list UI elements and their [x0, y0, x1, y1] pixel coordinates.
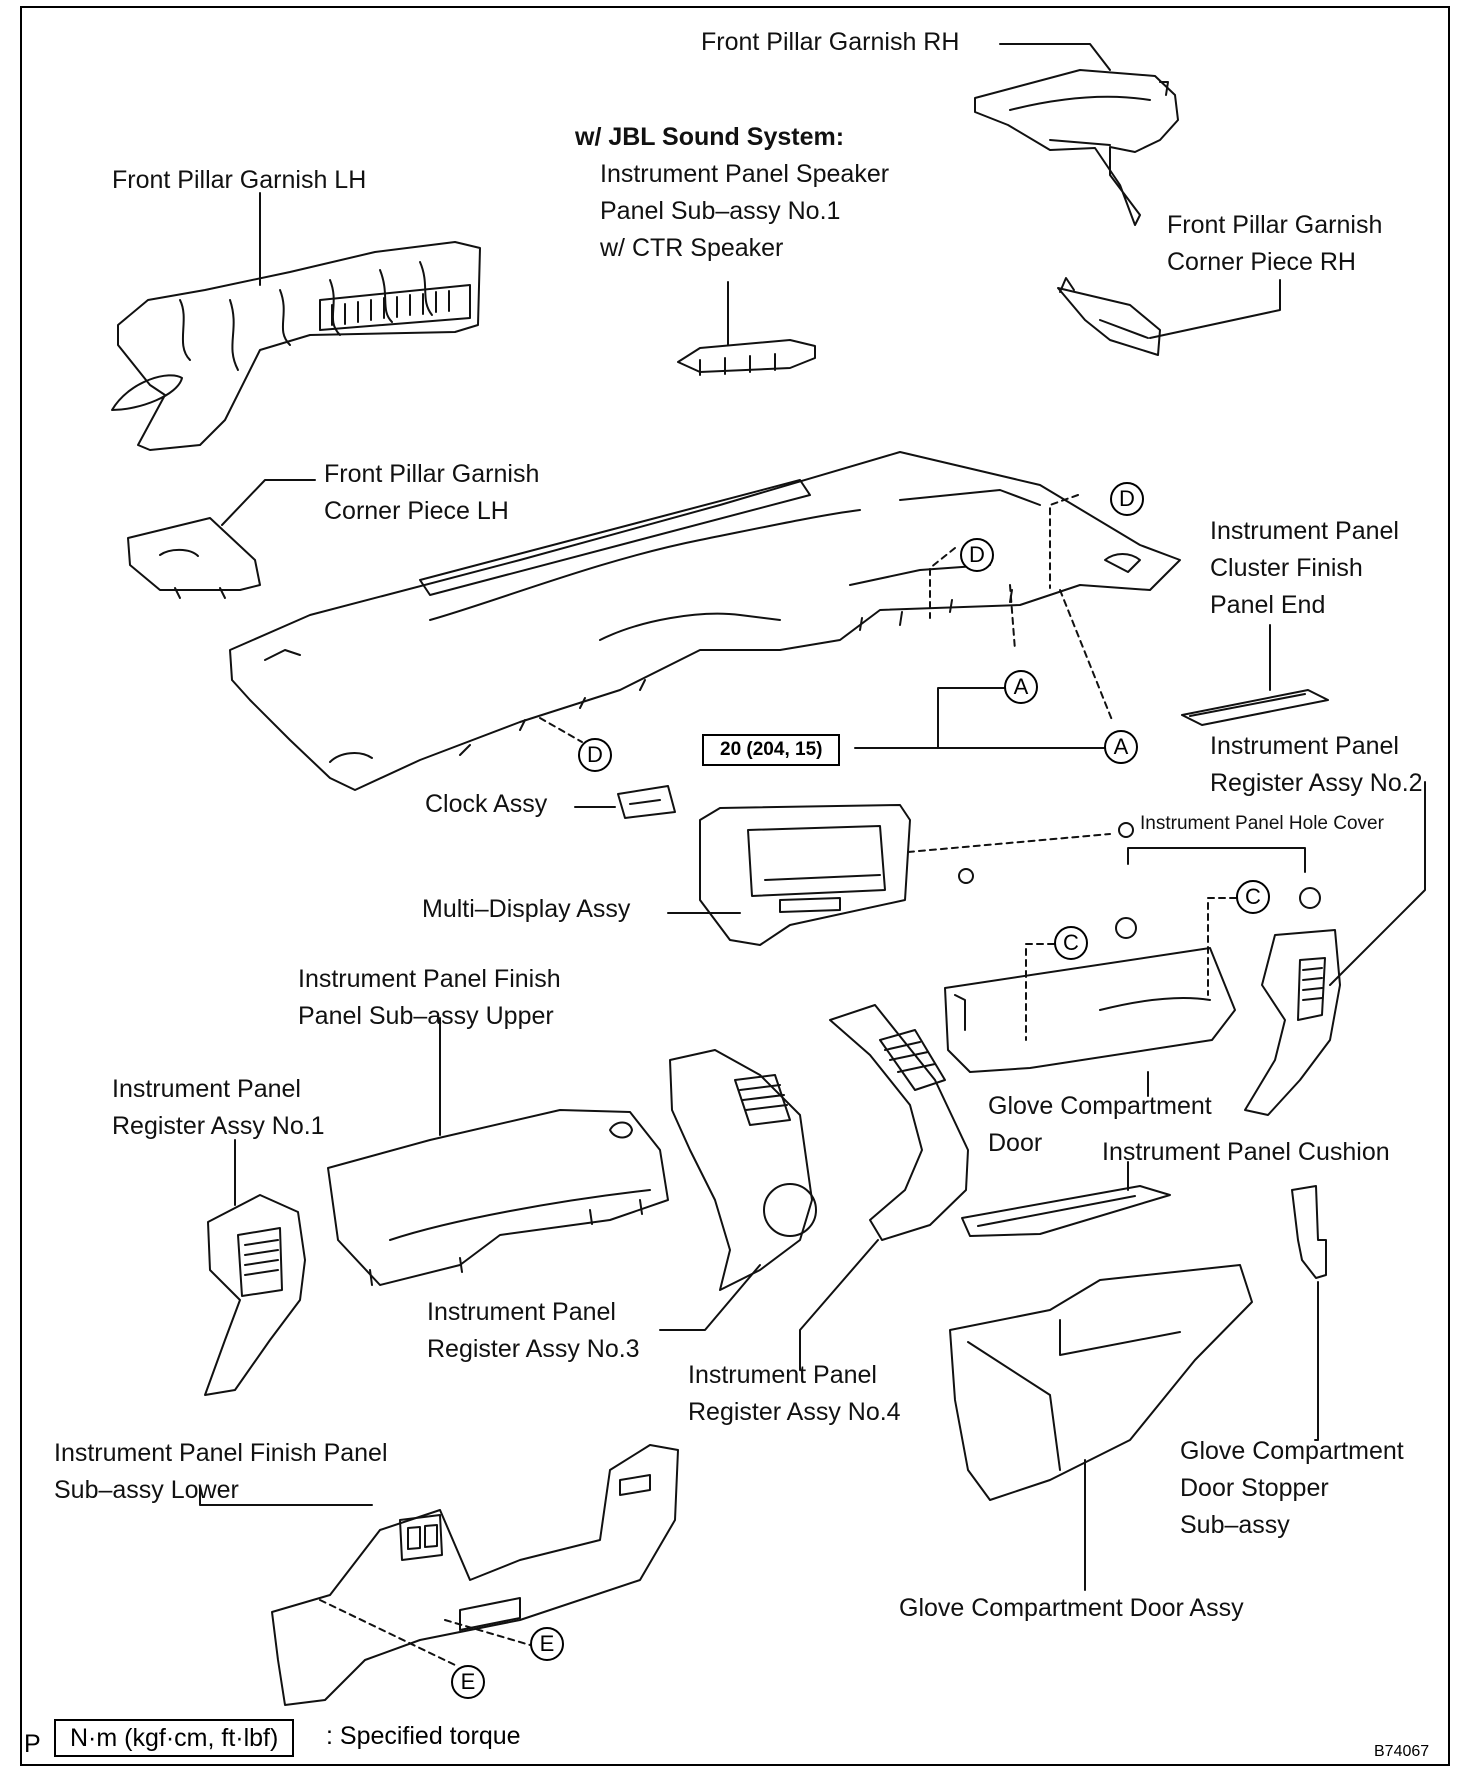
label-front-pillar-garnish-rh: Front Pillar Garnish RH — [701, 28, 960, 56]
ref-d-circle: D — [960, 538, 994, 572]
ref-e-dashes — [319, 1599, 531, 1666]
ref-a-circle: A — [1104, 730, 1138, 764]
label-glove-door-assy: Glove Compartment Door Assy — [899, 1594, 1244, 1622]
diagram-frame — [20, 6, 1450, 1766]
hole-cover-cap-1 — [1115, 917, 1137, 939]
label-hole-cover: Instrument Panel Hole Cover — [1140, 813, 1384, 834]
finish-panel-lower-part — [271, 1444, 679, 1706]
glove-door-assy-part — [949, 1264, 1253, 1501]
hole-cover-cap-2 — [1299, 887, 1321, 909]
ref-d-circle: D — [1110, 482, 1144, 516]
leader-door-stopper — [1314, 1281, 1319, 1441]
torque-spec-box: 20 (204, 15) — [702, 734, 841, 766]
leader-register-no4 — [799, 1239, 879, 1371]
label-register-no3: Instrument Panel Register Assy No.3 — [427, 1298, 640, 1363]
label-cluster-finish-panel-end: Instrument Panel Cluster Finish Panel En… — [1210, 517, 1399, 619]
register-no2-part — [1244, 929, 1341, 1116]
label-clock-assy: Clock Assy — [425, 790, 548, 818]
label-glove-compartment-door: Glove Compartment Door — [988, 1092, 1212, 1157]
label-multi-display: Multi–Display Assy — [422, 895, 631, 923]
label-door-stopper: Glove Compartment Door Stopper Sub–assy — [1180, 1437, 1404, 1539]
label-finish-panel-lower: Instrument Panel Finish Panel Sub–assy L… — [54, 1439, 388, 1504]
ref-c-circle: C — [1236, 880, 1270, 914]
front-pillar-garnish-lh-part — [111, 241, 481, 451]
front-pillar-garnish-rh-part — [974, 69, 1179, 226]
leader-corner-piece-lh — [221, 479, 316, 526]
label-jbl-header: w/ JBL Sound System: — [575, 123, 845, 151]
legend-unit-box: N·m (kgf·cm, ft·lbf) — [54, 1719, 295, 1757]
label-corner-piece-lh: Front Pillar Garnish Corner Piece LH — [324, 460, 540, 525]
leader-register-no3 — [659, 1264, 761, 1331]
corner-piece-rh-part — [1057, 277, 1161, 356]
multi-display-part — [699, 804, 911, 946]
leader-hole-cover — [1127, 847, 1306, 873]
ref-c-circle: C — [1054, 926, 1088, 960]
door-stopper-part — [1291, 1185, 1327, 1279]
figure-code: B74067 — [1374, 1743, 1430, 1760]
glove-compartment-door-part — [944, 947, 1236, 1073]
label-register-no1: Instrument Panel Register Assy No.1 — [112, 1075, 325, 1140]
ref-d-circle: D — [578, 738, 612, 772]
ref-d-dashes — [539, 494, 1113, 743]
ref-e-circle: E — [530, 1627, 564, 1661]
screws — [958, 822, 1134, 884]
label-corner-piece-rh: Front Pillar Garnish Corner Piece RH — [1167, 211, 1383, 276]
legend-description: : Specified torque — [326, 1722, 521, 1750]
label-register-no2: Instrument Panel Register Assy No.2 — [1210, 732, 1423, 797]
legend-prefix: P — [24, 1730, 41, 1758]
label-finish-panel-upper: Instrument Panel Finish Panel Sub–assy U… — [298, 965, 561, 1030]
leader-front-pillar-garnish-rh — [999, 43, 1111, 71]
leader-torque-a1 — [854, 687, 1005, 749]
label-jbl-speaker: Instrument Panel Speaker Panel Sub–assy … — [600, 160, 890, 262]
label-front-pillar-garnish-lh: Front Pillar Garnish LH — [112, 166, 367, 194]
panel-cushion-part — [961, 1185, 1171, 1237]
label-register-no4: Instrument Panel Register Assy No.4 — [688, 1361, 901, 1426]
label-panel-cushion: Instrument Panel Cushion — [1102, 1138, 1390, 1166]
finish-panel-upper-part — [327, 1109, 669, 1286]
hole-cover-dash — [907, 833, 1111, 853]
cluster-finish-panel-end-part — [1181, 689, 1329, 726]
ref-a-circle: A — [1004, 670, 1038, 704]
leader-corner-piece-rh — [1149, 279, 1281, 339]
corner-piece-lh-part — [127, 517, 261, 599]
clock-assy-part — [617, 785, 676, 819]
leader-finish-panel-lower — [199, 1486, 373, 1506]
register-no4-part — [829, 1004, 969, 1241]
leader-register-no2 — [1329, 781, 1426, 986]
ref-c-dashes — [1025, 897, 1237, 1041]
register-no1-part — [204, 1194, 306, 1396]
ctr-speaker-part — [677, 339, 816, 376]
register-no3-part — [669, 1049, 817, 1291]
ref-e-circle: E — [451, 1665, 485, 1699]
